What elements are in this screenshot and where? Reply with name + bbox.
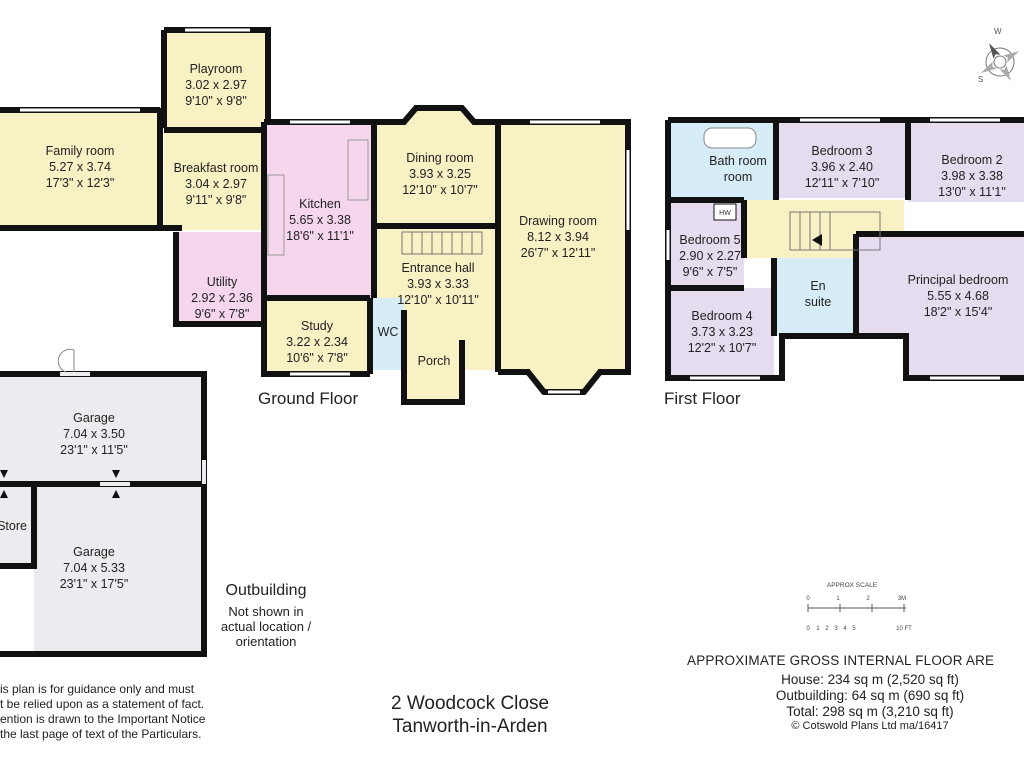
disclaimer-line: the last page of text of the Particulars… bbox=[0, 727, 202, 741]
address-line-2: Tanworth-in-Arden bbox=[392, 716, 548, 737]
svg-text:1: 1 bbox=[816, 626, 820, 632]
svg-text:10 FT: 10 FT bbox=[896, 626, 912, 632]
study-area bbox=[264, 298, 370, 374]
ground-floor-label: Ground Floor bbox=[258, 389, 359, 408]
room-label-en-suite: En bbox=[810, 279, 825, 293]
compass-west: W bbox=[994, 27, 1002, 36]
compass-south: S bbox=[978, 75, 983, 84]
disclaimer: is plan is for guidance only and must t … bbox=[0, 682, 205, 742]
room-label-en-suite-2: suite bbox=[805, 295, 831, 309]
playroom-area bbox=[164, 32, 268, 128]
svg-text:4: 4 bbox=[843, 626, 847, 632]
compass-rose bbox=[980, 42, 1020, 82]
drawing-room-area bbox=[498, 122, 628, 392]
svg-text:3M: 3M bbox=[898, 596, 906, 602]
store-area bbox=[0, 486, 34, 566]
area-house: House: 234 sq m (2,520 sq ft) bbox=[781, 672, 959, 687]
room-label-store: Store bbox=[0, 519, 27, 533]
area-summary: House: 234 sq m (2,520 sq ft) Outbuildin… bbox=[740, 672, 1000, 732]
svg-text:1: 1 bbox=[836, 596, 840, 602]
property-address: 2 Woodcock Close Tanworth-in-Arden bbox=[360, 692, 580, 738]
utility-area bbox=[176, 232, 264, 324]
dining-room-area bbox=[374, 108, 498, 226]
room-label-bath-room: Bath room bbox=[709, 154, 767, 168]
svg-text:3: 3 bbox=[834, 626, 838, 632]
area-outbuilding: Outbuilding: 64 sq m (690 sq ft) bbox=[775, 688, 965, 703]
svg-text:2: 2 bbox=[866, 596, 870, 602]
disclaimer-line: is plan is for guidance only and must bbox=[0, 682, 195, 696]
breakfast-room-area bbox=[164, 130, 264, 230]
bedroom-4-area bbox=[670, 288, 774, 378]
scale-bar: APPROX SCALE 0 1 2 3M 0 1 2 3 4 5 10 FT bbox=[806, 582, 912, 632]
address-line-1: 2 Woodcock Close bbox=[390, 693, 550, 714]
garage-2-area bbox=[34, 486, 204, 654]
outbuilding-note-line: Not shown in bbox=[228, 604, 304, 619]
garage-1-area bbox=[0, 374, 204, 484]
room-label-bath-room-2: room bbox=[724, 170, 752, 184]
bedroom-2-area bbox=[908, 122, 1024, 202]
area-total: Total: 298 sq m (3,210 sq ft) bbox=[786, 704, 954, 719]
outbuilding-note-line: actual location / bbox=[220, 619, 312, 634]
svg-text:0: 0 bbox=[806, 626, 810, 632]
bedroom-3-area bbox=[776, 122, 908, 198]
wc-area bbox=[370, 298, 404, 370]
principal-bedroom-area bbox=[856, 234, 1024, 378]
disclaimer-line: ention is drawn to the Important Notice bbox=[0, 712, 206, 726]
disclaimer-line: t be relied upon as a statement of fact. bbox=[0, 697, 205, 711]
svg-text:APPROX SCALE: APPROX SCALE bbox=[827, 582, 878, 589]
family-room-area bbox=[0, 110, 160, 228]
porch-area bbox=[406, 340, 462, 402]
outbuilding-note: Not shown in actual location / orientati… bbox=[216, 604, 316, 649]
svg-text:2: 2 bbox=[825, 626, 829, 632]
first-floor-label: First Floor bbox=[664, 389, 741, 408]
copyright: © Cotswold Plans Ltd ma/16417 bbox=[791, 720, 949, 732]
outbuilding-note-line: orientation bbox=[235, 634, 297, 649]
svg-text:0: 0 bbox=[806, 596, 810, 602]
outbuilding-title: Outbuilding bbox=[225, 582, 307, 599]
en-suite-area bbox=[774, 258, 856, 336]
svg-text:5: 5 bbox=[852, 626, 856, 632]
room-label-porch: Porch bbox=[418, 354, 451, 368]
kitchen-area bbox=[264, 122, 374, 298]
area-heading: APPROXIMATE GROSS INTERNAL FLOOR ARE bbox=[687, 653, 995, 668]
room-label-wc: WC bbox=[378, 325, 399, 339]
hw-label: HW bbox=[719, 210, 731, 217]
